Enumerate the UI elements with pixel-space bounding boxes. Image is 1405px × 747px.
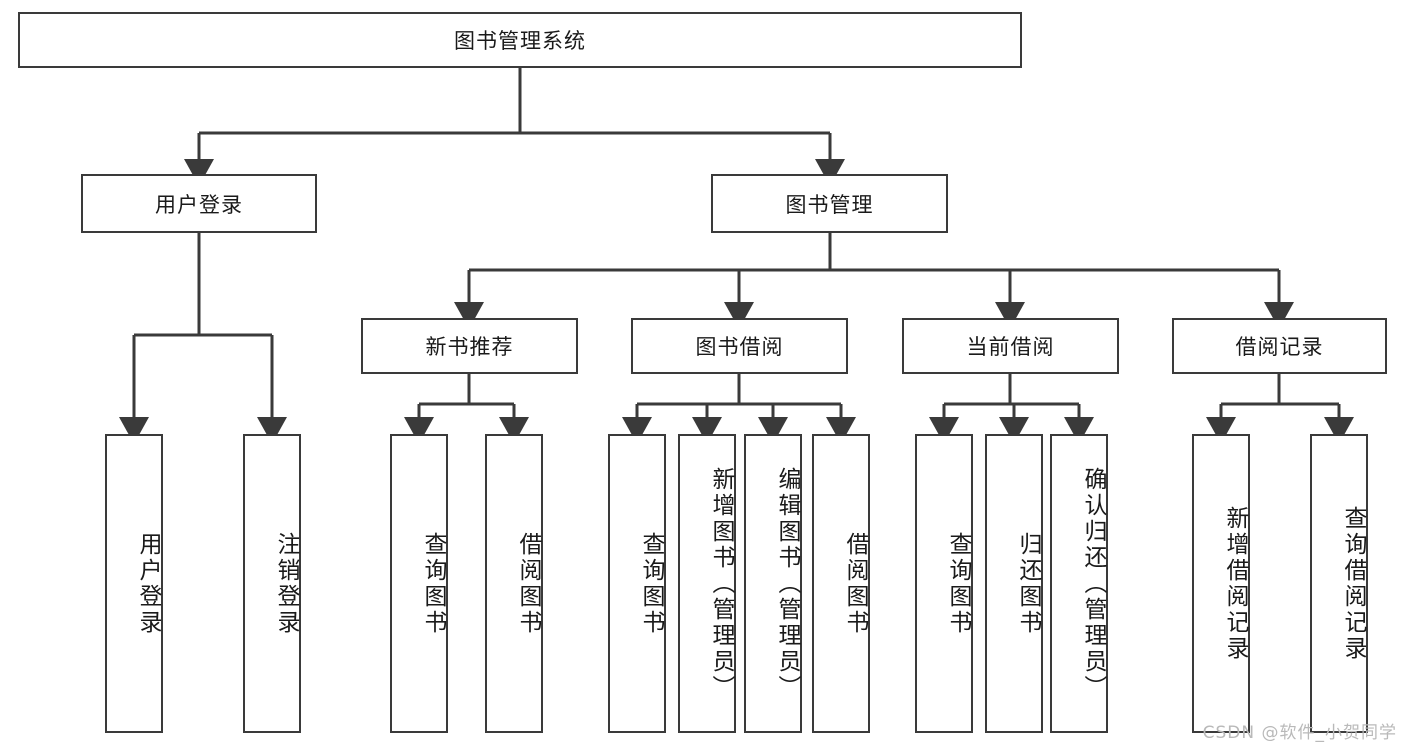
leaf-borrow-record-query[interactable]: 查询借阅记录 — [1310, 434, 1368, 733]
leaf-label: 查询图书 — [420, 531, 446, 636]
leaf-label: 新增图书（管理员） — [708, 466, 734, 701]
leaf-user-login-login[interactable]: 用户登录 — [105, 434, 163, 733]
leaf-new-book-borrow[interactable]: 借阅图书 — [485, 434, 543, 733]
node-root[interactable]: 图书管理系统 — [18, 12, 1022, 68]
leaf-label: 查询图书 — [638, 531, 664, 636]
leaf-label: 用户登录 — [135, 531, 161, 636]
leaf-label: 归还图书 — [1015, 531, 1041, 636]
leaf-label: 查询借阅记录 — [1340, 505, 1366, 662]
node-new-book-recommend[interactable]: 新书推荐 — [361, 318, 578, 374]
node-borrow-record-label: 借阅记录 — [1235, 335, 1324, 359]
leaf-book-borrow-add[interactable]: 新增图书（管理员） — [678, 434, 736, 733]
leaf-new-book-query[interactable]: 查询图书 — [390, 434, 448, 733]
leaf-current-borrow-confirm-return[interactable]: 确认归还（管理员） — [1050, 434, 1108, 733]
node-current-borrow[interactable]: 当前借阅 — [902, 318, 1119, 374]
leaf-label: 查询图书 — [945, 531, 971, 636]
leaf-current-borrow-return[interactable]: 归还图书 — [985, 434, 1043, 733]
leaf-book-borrow-edit[interactable]: 编辑图书（管理员） — [744, 434, 802, 733]
leaf-borrow-record-add[interactable]: 新增借阅记录 — [1192, 434, 1250, 733]
node-borrow-record[interactable]: 借阅记录 — [1172, 318, 1387, 374]
node-book-management[interactable]: 图书管理 — [711, 174, 948, 233]
leaf-current-borrow-query[interactable]: 查询图书 — [915, 434, 973, 733]
leaf-label: 借阅图书 — [515, 531, 541, 636]
leaf-label: 借阅图书 — [842, 531, 868, 636]
node-book-borrow[interactable]: 图书借阅 — [631, 318, 848, 374]
node-book-borrow-label: 图书借阅 — [695, 335, 784, 359]
node-user-login-label: 用户登录 — [155, 192, 243, 217]
node-root-label: 图书管理系统 — [454, 29, 586, 53]
node-user-login[interactable]: 用户登录 — [81, 174, 317, 233]
leaf-label: 新增借阅记录 — [1222, 505, 1248, 662]
leaf-label: 注销登录 — [273, 531, 299, 636]
leaf-book-borrow-query[interactable]: 查询图书 — [608, 434, 666, 733]
node-book-management-label: 图书管理 — [785, 192, 874, 217]
leaf-label: 确认归还（管理员） — [1080, 466, 1106, 701]
node-new-book-recommend-label: 新书推荐 — [425, 335, 514, 359]
node-current-borrow-label: 当前借阅 — [966, 335, 1055, 359]
leaf-user-login-logout[interactable]: 注销登录 — [243, 434, 301, 733]
leaf-label: 编辑图书（管理员） — [774, 466, 800, 701]
watermark: CSDN @软件_小贺同学 — [1202, 723, 1397, 743]
leaf-book-borrow-borrow[interactable]: 借阅图书 — [812, 434, 870, 733]
